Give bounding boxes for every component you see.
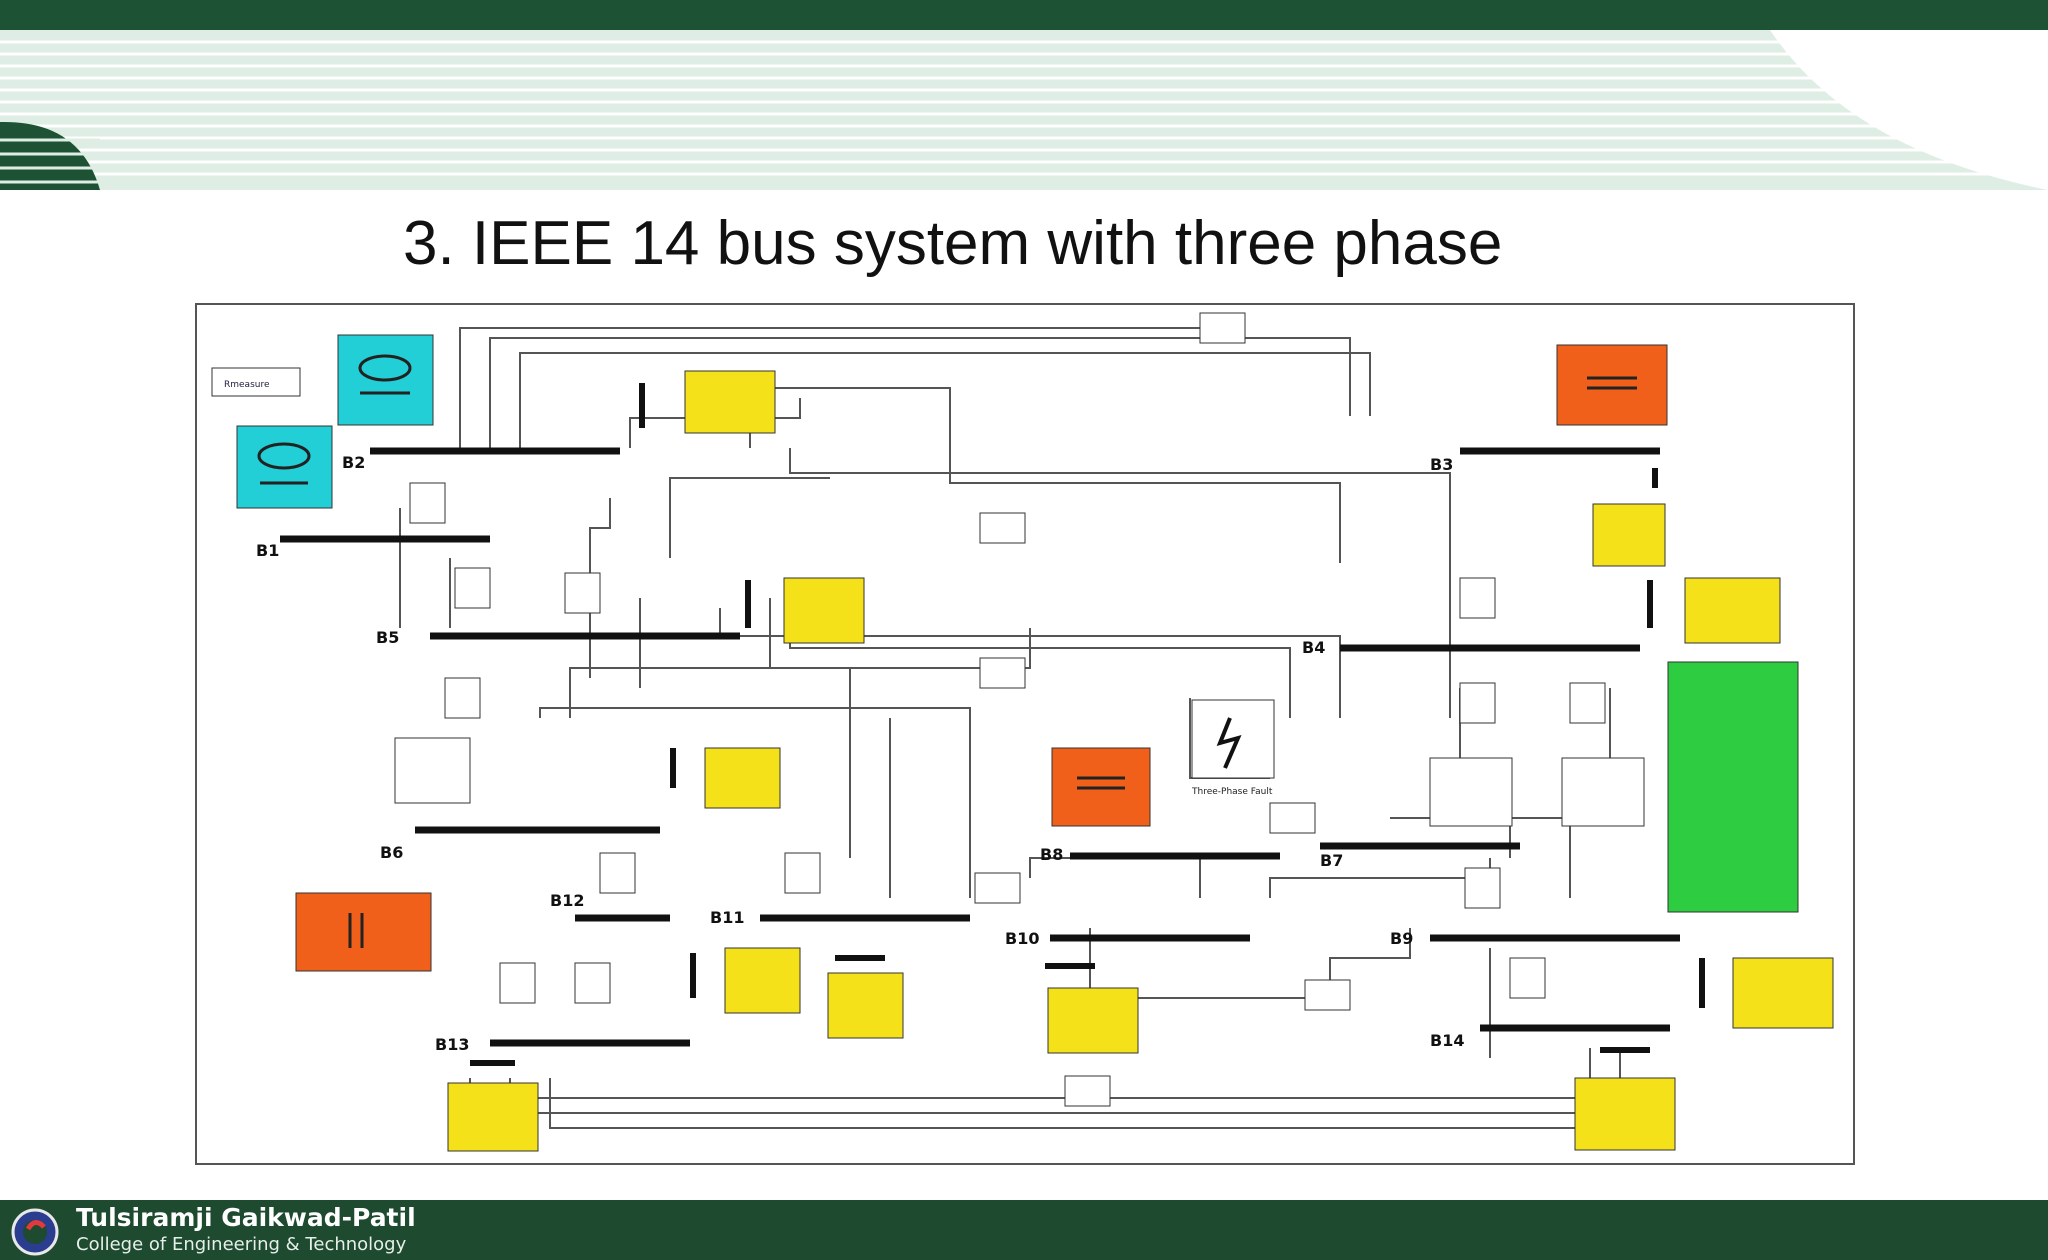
load-4 — [783, 577, 865, 644]
svg-text:B6: B6 — [380, 843, 403, 862]
svg-text:B8: B8 — [1040, 845, 1063, 864]
transformer-t1 — [394, 737, 471, 804]
transformer-t3 — [1561, 757, 1645, 827]
svg-text:B10: B10 — [1005, 929, 1039, 948]
header-decoration — [0, 30, 2048, 190]
college-logo-icon — [11, 1208, 59, 1256]
svg-text:B12: B12 — [550, 891, 584, 910]
load-8 — [827, 972, 904, 1039]
footer-bar — [0, 1200, 2048, 1260]
load-6 — [1732, 957, 1834, 1029]
load-1 — [684, 370, 776, 434]
load-3 — [1684, 577, 1781, 644]
slide-title: 3. IEEE 14 bus system with three phase — [403, 209, 1503, 278]
load-13 — [447, 1082, 539, 1152]
college-name: Tulsiramji Gaikwad-Patil — [76, 1203, 416, 1232]
svg-text:B13: B13 — [435, 1035, 469, 1054]
load-2 — [1592, 503, 1666, 567]
svg-text:B7: B7 — [1320, 851, 1343, 870]
svg-text:B4: B4 — [1302, 638, 1325, 657]
college-subtitle: College of Engineering & Technology — [76, 1234, 407, 1255]
generator-g3 — [1556, 344, 1668, 426]
svg-text:Three-Phase Fault: Three-Phase Fault — [1191, 787, 1273, 797]
svg-text:B9: B9 — [1390, 929, 1413, 948]
svg-text:B3: B3 — [1430, 455, 1453, 474]
svg-text:B2: B2 — [342, 453, 365, 472]
svg-text:B11: B11 — [710, 908, 744, 927]
svg-text:B5: B5 — [376, 628, 399, 647]
load-9 — [724, 947, 801, 1014]
load-7 — [1047, 987, 1139, 1054]
svg-text:B14: B14 — [1430, 1031, 1464, 1050]
top-bar — [0, 0, 2048, 30]
svg-text:Rmeasure: Rmeasure — [224, 380, 270, 390]
transformer-t2 — [1429, 757, 1513, 827]
load-11 — [1574, 1077, 1676, 1151]
svg-text:B1: B1 — [256, 541, 279, 560]
measure-box — [211, 367, 301, 397]
load-5 — [704, 747, 781, 809]
scope-block — [1667, 661, 1799, 913]
